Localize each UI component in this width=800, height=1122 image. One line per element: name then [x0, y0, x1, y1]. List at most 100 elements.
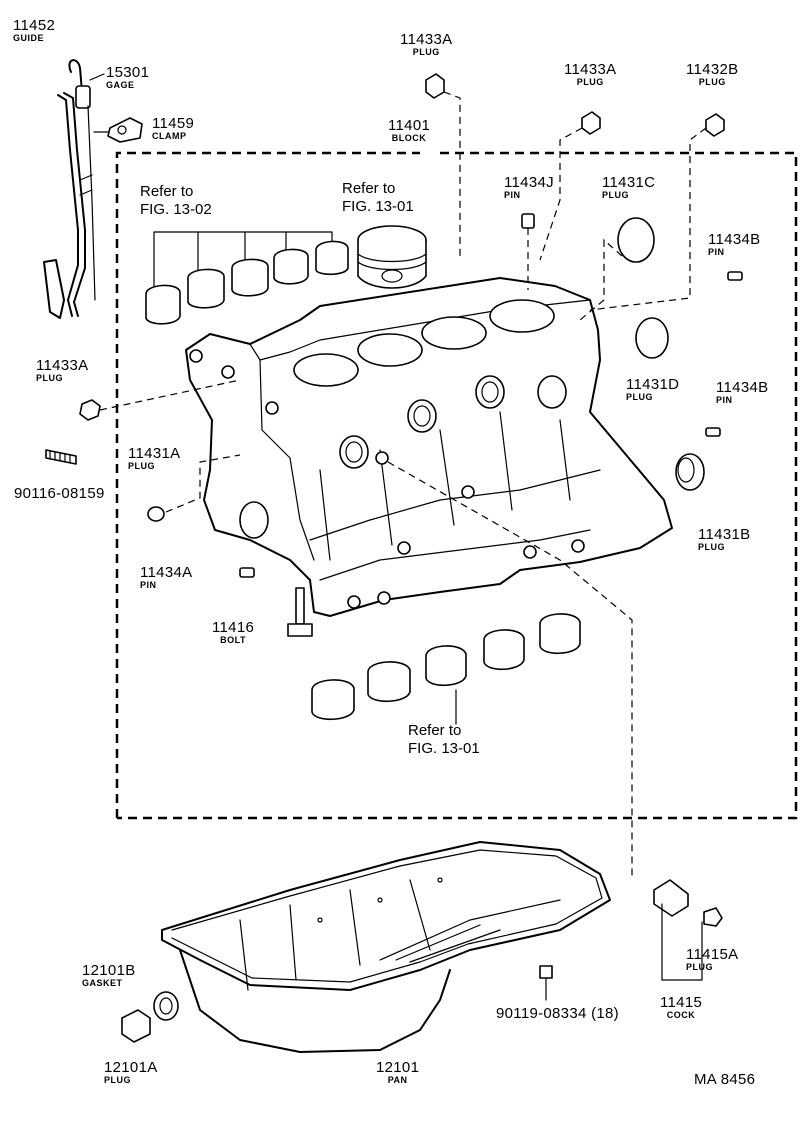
label-block: 11401 BLOCK [388, 118, 430, 143]
part-name: BLOCK [391, 133, 427, 143]
dipstick-guide [43, 92, 93, 319]
label-plug-b-side: 11431B PLUG [698, 527, 750, 552]
block-bolt-part [287, 587, 313, 637]
plug-d-part [635, 317, 669, 359]
block-assembly-boundary [115, 151, 798, 820]
label-pin-a: 11434A PIN [140, 565, 192, 590]
part-name: PLUG [36, 373, 64, 383]
part-name: PLUG [626, 392, 654, 402]
part-name: COCK [666, 1010, 696, 1020]
plug-b-side-part [675, 453, 705, 491]
ref-fig-13-01-bottom: Refer to FIG. 13-01 [408, 722, 480, 758]
ref-figure: FIG. 13-01 [342, 198, 414, 215]
label-plug-left: 11433A PLUG [36, 358, 88, 383]
part-number: 11415A [686, 946, 739, 963]
pin-b-lower-part [705, 427, 721, 437]
diagram-code: MA 8456 [694, 1071, 756, 1088]
part-number: 15301 [106, 64, 150, 81]
part-number: 11434B [716, 379, 769, 396]
pin-j-part [521, 213, 535, 290]
pin-a-part [239, 567, 255, 578]
cylinder-block-body [185, 277, 673, 617]
clamp-part [93, 117, 143, 143]
part-name: GAGE [106, 80, 135, 90]
part-number: 11434A [140, 564, 193, 581]
upper-bearing-set [145, 231, 349, 325]
oil-pan-part [161, 841, 611, 1053]
part-name: PAN [387, 1075, 408, 1085]
part-name: PIN [708, 247, 725, 257]
pan-bolt-part [539, 965, 553, 1001]
part-number: 11431A [128, 445, 181, 462]
part-name: PIN [716, 395, 733, 405]
plug-top-right-part [539, 111, 601, 261]
label-plug-d: 11431D PLUG [626, 377, 679, 402]
ref-figure: FIG. 13-02 [140, 201, 212, 218]
part-number: 11434B [708, 231, 761, 248]
part-name: PLUG [104, 1075, 132, 1085]
part-name: PLUG [576, 77, 604, 87]
label-pin-j: 11434J PIN [504, 175, 554, 200]
plug-left-part [79, 379, 241, 421]
part-name: PLUG [412, 47, 440, 57]
part-number: 11416 [212, 619, 255, 636]
cock-part [653, 879, 703, 981]
plug-b-part [589, 113, 725, 311]
dipstick-gage [68, 59, 105, 301]
pin-b-upper-part [727, 271, 743, 281]
part-name: PLUG [602, 190, 630, 200]
part-number: 11459 [152, 115, 195, 132]
label-bolt: 11416 BOLT [212, 620, 254, 645]
part-number: 90119-08334 (18) [496, 1005, 619, 1022]
part-number: 11452 [13, 17, 56, 34]
part-name: GASKET [82, 978, 123, 988]
gasket-part [153, 991, 179, 1021]
label-pan: 12101 PAN [376, 1060, 419, 1085]
label-pin-b-lower: 11434B PIN [716, 380, 768, 405]
part-name: CLAMP [152, 131, 187, 141]
ref-line: Refer to [140, 183, 194, 200]
label-plug-c: 11431C PLUG [602, 175, 655, 200]
ref-fig-13-01-top: Refer to FIG. 13-01 [342, 180, 414, 216]
drain-plug-part [121, 1009, 151, 1043]
ref-figure: FIG. 13-01 [408, 740, 480, 757]
part-number: 11433A [400, 31, 453, 48]
label-plug-a: 11431A PLUG [128, 446, 180, 471]
ref-fig-13-02: Refer to FIG. 13-02 [140, 183, 212, 219]
part-name: PLUG [686, 962, 714, 972]
part-number: 11431B [698, 526, 751, 543]
part-name: BOLT [220, 635, 246, 645]
cock-leader-line [387, 461, 633, 880]
part-name: PIN [140, 580, 157, 590]
label-cock: 11415 COCK [660, 995, 702, 1020]
ref-line: Refer to [408, 722, 462, 739]
label-drain-plug: 12101A PLUG [104, 1060, 158, 1085]
part-number: 11433A [564, 61, 617, 78]
stud-part [45, 449, 77, 465]
part-number: 12101A [104, 1059, 158, 1076]
lower-bearing-set [311, 613, 581, 725]
part-number: 11401 [388, 117, 431, 134]
part-number: 90116-08159 [14, 485, 105, 502]
part-number: 11432B [686, 61, 739, 78]
part-number: 11433A [36, 357, 89, 374]
part-number: 11415 [660, 994, 703, 1011]
label-cock-plug: 11415A PLUG [686, 947, 738, 972]
part-name: PLUG [128, 461, 156, 471]
part-number: 11434J [504, 174, 554, 191]
label-gage: 15301 GAGE [106, 65, 149, 90]
label-pan-bolt: 90119-08334 (18) [496, 1006, 619, 1021]
part-name: GUIDE [13, 33, 45, 43]
label-guide: 11452 GUIDE [13, 18, 55, 43]
part-number: 12101B [82, 962, 136, 979]
cock-plug-part [703, 907, 723, 927]
part-name: PLUG [698, 77, 726, 87]
part-name: PLUG [698, 542, 726, 552]
part-name: PIN [504, 190, 521, 200]
part-number: 11431C [602, 174, 656, 191]
ref-line: Refer to [342, 180, 396, 197]
label-plug-b: 11432B PLUG [686, 62, 738, 87]
label-plug-top-right: 11433A PLUG [564, 62, 616, 87]
piston-part [357, 225, 427, 289]
